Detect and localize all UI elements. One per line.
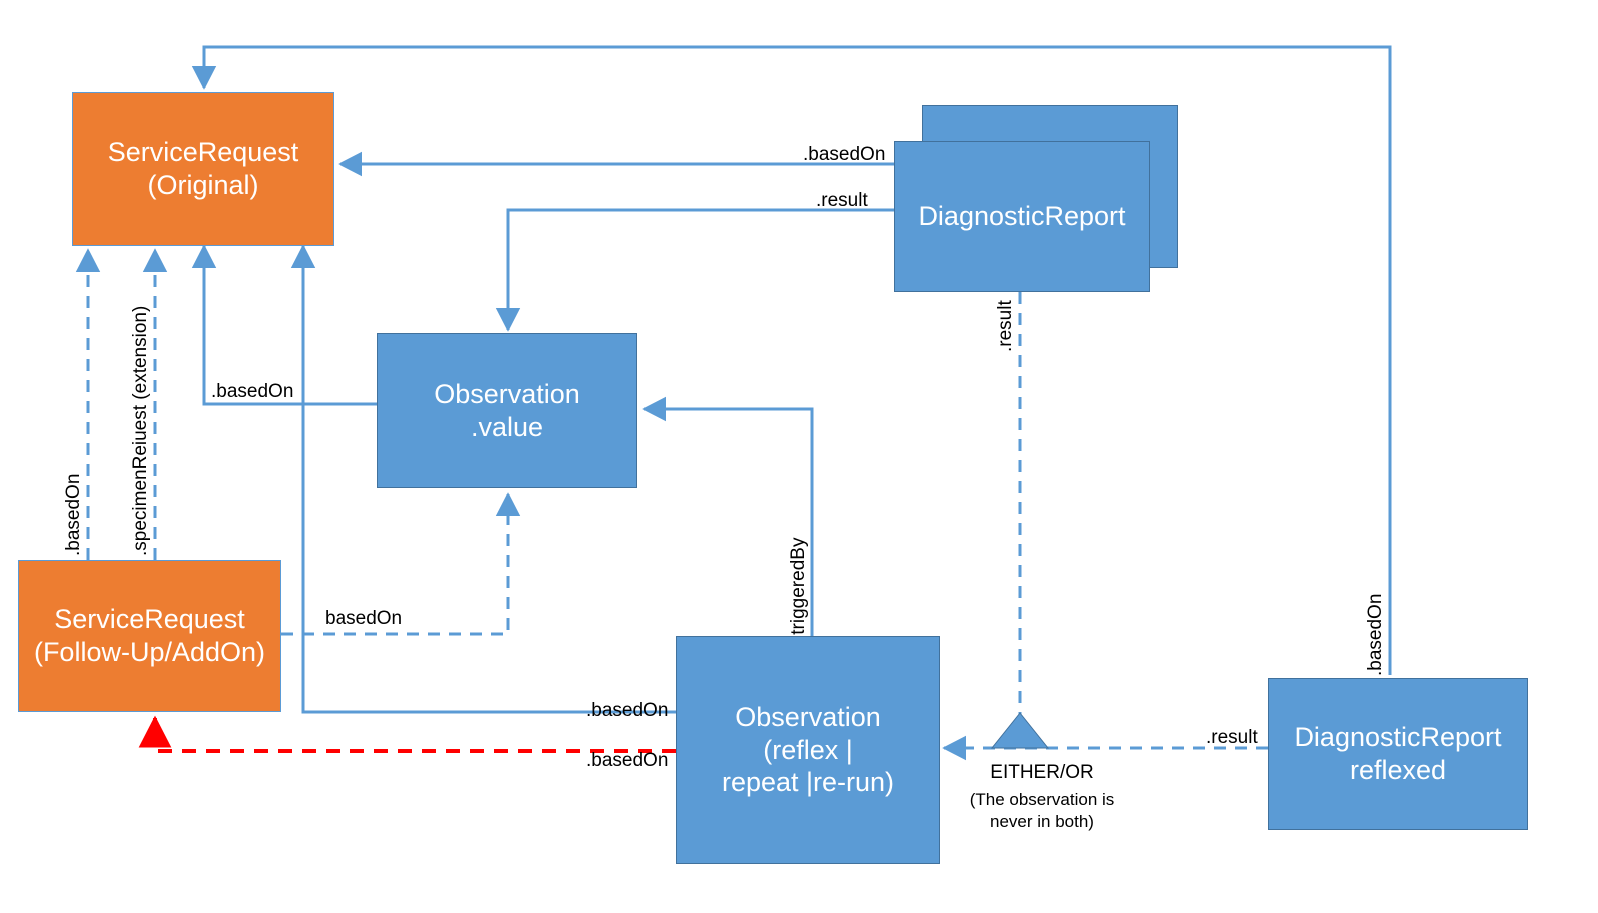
edge-label-observation-reflex-basedon: .basedOn <box>586 700 669 721</box>
edge-label-specimenrequest-vertical: .specimenReiuest (extension) <box>130 305 151 556</box>
node-label: DiagnosticReport <box>918 201 1126 232</box>
either-or-annotation-heading: EITHER/OR <box>990 762 1094 783</box>
edge-label-observation-reflex-basedon-red: .basedOn <box>586 750 669 771</box>
either-or-triangle <box>990 712 1050 749</box>
node-label: ServiceRequest (Original) <box>107 137 299 200</box>
node-diagnostic-report[interactable]: DiagnosticReport <box>894 141 1150 292</box>
edge-label-followup-basedon: basedOn <box>325 608 403 629</box>
edge-label-triggeredby-vertical: .triggeredBy <box>788 537 809 640</box>
edge-label-reflexed-result: .result <box>1206 727 1258 748</box>
either-or-annotation-line2: never in both) <box>990 812 1094 831</box>
edge-label-observation-value-basedon: .basedOn <box>211 381 294 402</box>
node-observation-value[interactable]: Observation .value <box>377 333 637 488</box>
node-label: DiagnosticReport reflexed <box>1294 722 1502 785</box>
either-or-annotation-line1: (The observation is <box>969 790 1115 809</box>
node-diagnostic-report-reflexed[interactable]: DiagnosticReport reflexed <box>1268 678 1528 830</box>
wire-dr-result-to-observation-value <box>495 208 896 332</box>
node-label: Observation (reflex | repeat |re-run) <box>721 701 895 798</box>
node-service-request-original[interactable]: ServiceRequest (Original) <box>72 92 334 246</box>
node-label: Observation .value <box>434 378 580 442</box>
wire-obsreflex-basedon-red <box>138 715 676 753</box>
edge-label-reflexed-basedon-vertical: .basedOn <box>1365 593 1386 676</box>
wire-triggeredby-to-observation-value <box>642 396 814 636</box>
edge-label-dr-basedon: .basedOn <box>803 144 886 165</box>
edge-label-dr-result-vertical: .result <box>995 300 1016 352</box>
node-label: ServiceRequest (Follow-Up/AddOn) <box>33 604 266 667</box>
node-service-request-follow-up[interactable]: ServiceRequest (Follow-Up/AddOn) <box>18 560 281 712</box>
edge-label-basedon-vertical: .basedOn <box>63 473 84 556</box>
edge-label-dr-result: .result <box>816 190 868 211</box>
node-observation-reflex[interactable]: Observation (reflex | repeat |re-run) <box>676 636 940 864</box>
